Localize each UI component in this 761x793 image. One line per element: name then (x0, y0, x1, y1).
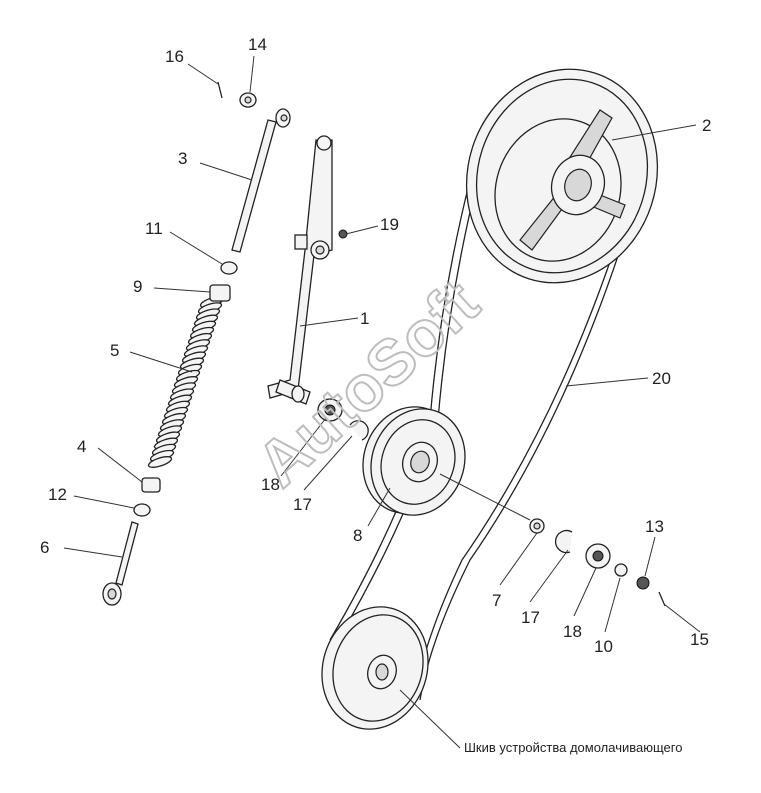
label-11: 11 (145, 219, 163, 238)
label-5: 5 (110, 341, 119, 360)
circlip-17-right (554, 529, 573, 554)
small-parts (102, 81, 666, 607)
bottom-pulley (321, 606, 429, 730)
label-18-upper: 18 (261, 475, 280, 494)
label-18-right: 18 (563, 622, 582, 641)
cotter-pin-15 (658, 591, 666, 607)
spring-coil (147, 456, 173, 468)
label-4: 4 (77, 437, 86, 456)
label-8: 8 (353, 526, 362, 545)
caption: Шкив устройства домолачивающего (464, 740, 682, 755)
part-labels: 16 14 3 11 9 5 4 12 6 1 19 2 20 18 17 8 … (40, 35, 711, 656)
label-13: 13 (645, 517, 664, 536)
label-3: 3 (178, 149, 187, 168)
label-20: 20 (652, 369, 671, 388)
label-7: 7 (492, 591, 501, 610)
grease-fitting-19 (338, 229, 348, 239)
label-6: 6 (40, 538, 49, 557)
rod (231, 108, 291, 253)
nut-11 (220, 261, 238, 275)
tension-lever (267, 135, 333, 405)
nut-4 (141, 477, 161, 493)
leader-lines (63, 55, 701, 749)
washer-10 (614, 563, 628, 577)
label-17-right: 17 (521, 608, 540, 627)
label-10: 10 (594, 637, 613, 656)
cotter-pin-16 (217, 81, 223, 99)
middle-pulley (362, 406, 466, 516)
label-17-upper: 17 (293, 495, 312, 514)
label-1: 1 (360, 309, 369, 328)
eyebolt-6 (115, 521, 139, 586)
large-pulley (465, 68, 659, 284)
spring (147, 296, 225, 468)
label-15: 15 (690, 630, 709, 649)
nut-12 (133, 503, 151, 517)
label-2: 2 (702, 116, 711, 135)
label-9: 9 (133, 277, 142, 296)
label-16: 16 (165, 47, 184, 66)
circlip-17-upper (349, 420, 369, 441)
label-14: 14 (248, 35, 267, 54)
label-19: 19 (380, 215, 399, 234)
nut-13 (636, 576, 650, 590)
nut-9 (209, 284, 231, 302)
label-12: 12 (48, 485, 67, 504)
